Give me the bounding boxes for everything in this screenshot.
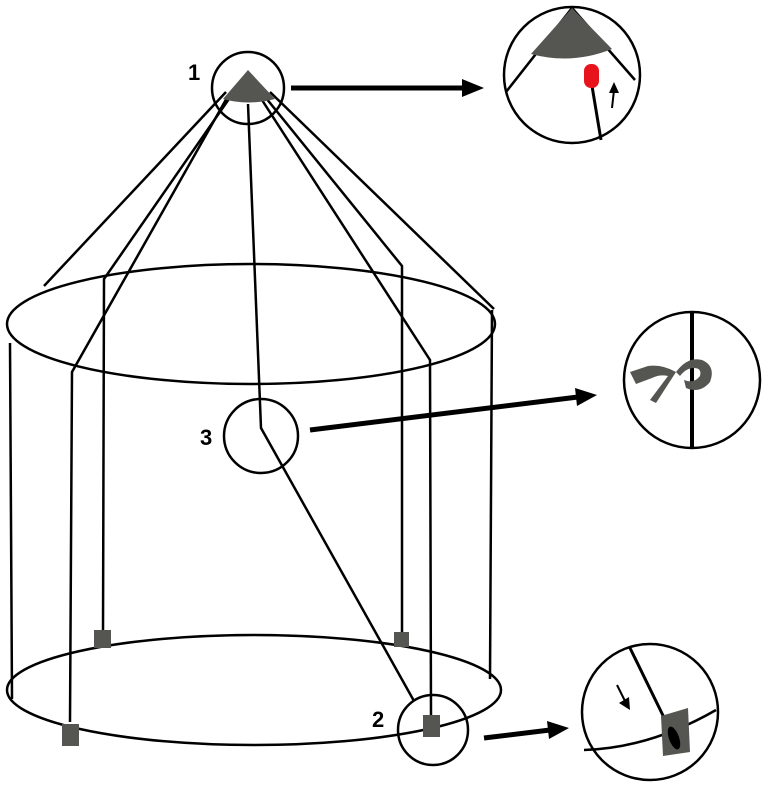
detail-1-zoom xyxy=(502,5,642,145)
arrow-2-head xyxy=(547,721,569,739)
arrow-3-head xyxy=(575,388,597,406)
string-center xyxy=(246,103,416,702)
detail-circle-2 xyxy=(396,693,470,767)
string-inner-left-back xyxy=(101,95,233,633)
callout-arrows xyxy=(291,79,597,741)
corner-weight-front-right xyxy=(423,715,440,737)
left-wall xyxy=(8,342,14,700)
corner-weight-front-left xyxy=(62,724,79,746)
string-inner-right-back xyxy=(265,97,404,632)
string-inner-left-front xyxy=(68,95,230,723)
detail-1-circle xyxy=(502,5,642,145)
detail-1-cap-icon xyxy=(531,8,612,59)
red-marker-icon xyxy=(584,64,599,88)
detail-2-circle xyxy=(580,642,720,782)
detail-3-zoom xyxy=(622,310,762,450)
callout-number-1: 1 xyxy=(188,60,201,85)
canopy-cap xyxy=(223,70,275,103)
ribbon-tie-loop xyxy=(676,359,712,390)
corner-weight-back-right xyxy=(394,632,409,647)
detail-2-zoom xyxy=(580,642,720,782)
arrow-1-head xyxy=(462,79,484,97)
detail-2-ring-edge xyxy=(583,708,717,752)
string-outer-left xyxy=(43,91,227,287)
arrow-2-shaft xyxy=(483,727,551,741)
detail-circle-3 xyxy=(222,397,300,475)
arrow-3-shaft xyxy=(309,394,579,433)
detail-2-down-arrow-head xyxy=(619,697,630,710)
detail-2-knot xyxy=(667,726,681,750)
callout-number-2: 2 xyxy=(372,707,385,732)
ribbon-tie-icon xyxy=(630,365,676,403)
corner-weight-back-left xyxy=(94,630,111,648)
detail-circle-1 xyxy=(210,50,286,126)
net-frame xyxy=(5,50,503,767)
string-inner-right-front xyxy=(260,99,433,718)
string-outer-right xyxy=(269,91,495,310)
detail-1-up-arrow-head xyxy=(609,82,619,93)
callout-number-3: 3 xyxy=(200,425,213,450)
bottom-ring xyxy=(5,633,503,747)
detail-2-down-arrow-shaft xyxy=(616,684,626,702)
top-ring xyxy=(5,262,497,386)
right-wall xyxy=(488,309,494,680)
detail-1-string xyxy=(589,79,603,141)
